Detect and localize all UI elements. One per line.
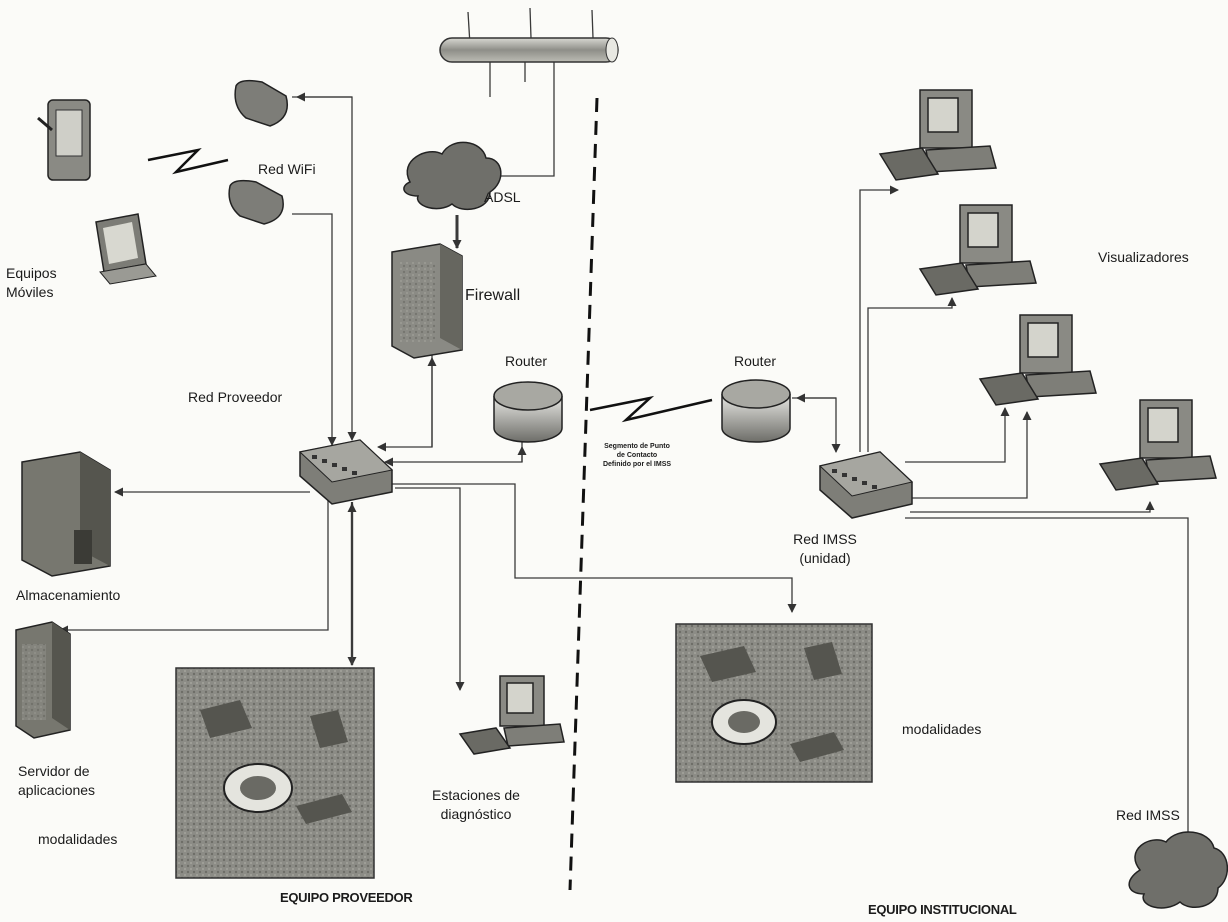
access-point-icon bbox=[228, 79, 288, 225]
firewall-icon bbox=[391, 243, 463, 359]
medical-equipment-icon bbox=[675, 623, 873, 783]
server-icon bbox=[21, 451, 111, 577]
label-red-imss-unidad: Red IMSS (unidad) bbox=[793, 531, 857, 566]
label-estaciones: Estaciones de diagnóstico bbox=[432, 787, 520, 822]
switch-icon bbox=[298, 439, 914, 519]
label-red-imss: Red IMSS bbox=[1116, 807, 1180, 823]
label-servidor: Servidor de aplicaciones bbox=[18, 763, 96, 798]
label-router-left: Router bbox=[505, 353, 548, 369]
connections bbox=[59, 7, 1193, 846]
cloud-icon bbox=[1128, 831, 1228, 909]
label-modalidades-right: modalidades bbox=[902, 721, 982, 737]
label-segmento: Segmento de Punto de Contacto Definido p… bbox=[602, 443, 672, 468]
label-red-wifi: Red WiFi bbox=[258, 161, 316, 177]
label-modalidades-left: modalidades bbox=[38, 831, 118, 847]
wireless-link-icon bbox=[147, 147, 229, 175]
label-adsl: ADSL bbox=[484, 189, 521, 205]
label-router-right: Router bbox=[734, 353, 777, 369]
server-icon bbox=[15, 621, 71, 739]
label-equipo-institucional: EQUIPO INSTITUCIONAL bbox=[868, 902, 1017, 917]
label-almacenamiento: Almacenamiento bbox=[16, 587, 121, 603]
label-equipos-moviles: Equipos Móviles bbox=[6, 265, 57, 300]
router-icon bbox=[493, 379, 791, 443]
boundary-line bbox=[568, 97, 599, 891]
workstation-icon bbox=[458, 89, 1217, 755]
medical-equipment-icon bbox=[175, 667, 375, 879]
label-visualizadores: Visualizadores bbox=[1098, 249, 1189, 265]
wan-link-icon bbox=[589, 395, 713, 423]
pda-icon bbox=[37, 99, 91, 181]
label-red-proveedor: Red Proveedor bbox=[188, 389, 283, 405]
label-firewall: Firewall bbox=[465, 287, 521, 304]
backbone-bus-icon bbox=[439, 37, 619, 63]
label-equipo-proveedor: EQUIPO PROVEEDOR bbox=[280, 890, 413, 905]
cloud-icon bbox=[403, 141, 502, 211]
laptop-icon bbox=[95, 213, 157, 285]
